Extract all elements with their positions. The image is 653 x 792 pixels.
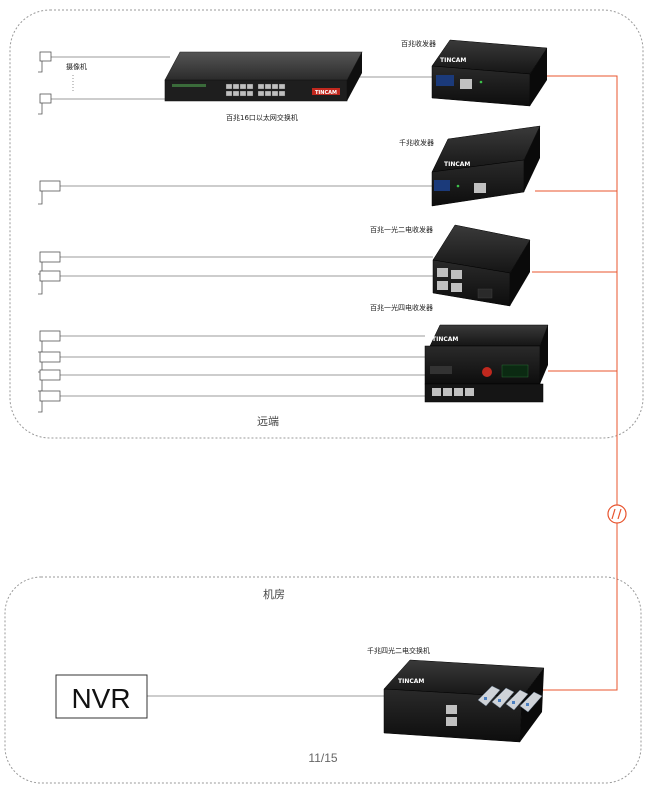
camera-icon	[38, 390, 61, 413]
camera-icon	[38, 180, 61, 205]
nvr-box	[55, 674, 148, 719]
switch16-brand: TINCAM	[315, 90, 337, 96]
room-zone-border	[4, 576, 642, 784]
conv-1f4e-device: TINCAM	[424, 324, 549, 403]
remote-zone-border	[9, 9, 644, 439]
camera-icon	[38, 330, 61, 353]
conv-1f4e-label: 百兆一光四电收发器	[370, 303, 433, 312]
camera-icon	[38, 270, 61, 295]
room-zone-label: 机房	[263, 587, 285, 601]
conv-1f2e-device	[432, 224, 531, 307]
switch16-device: TINCAM	[164, 51, 363, 102]
conv-fast-device: TINCAM	[431, 39, 548, 107]
ethernet-links	[50, 56, 433, 697]
switch-4f2e-device: TINCAM	[383, 659, 545, 743]
remote-zone-label: 远端	[257, 415, 279, 428]
cameras-label: 摄像机	[66, 62, 87, 71]
camera-icons	[38, 51, 61, 413]
conv-giga-device: TINCAM	[431, 125, 541, 207]
switch-4f2e-label: 千兆四光二电交换机	[367, 646, 430, 655]
fiber-break-symbol	[607, 504, 627, 524]
conv-fast-label: 百兆收发器	[401, 39, 436, 48]
conv-1f2e-label: 百兆一光二电收发器	[370, 225, 433, 234]
camera-icon	[38, 51, 52, 73]
camera-icon	[38, 351, 61, 373]
conv-1f4e-brand: TINCAM	[432, 336, 458, 343]
page-number: 11/15	[308, 751, 337, 765]
nvr-label: NVR	[71, 683, 130, 714]
conv-giga-brand: TINCAM	[444, 161, 470, 168]
camera-icon	[38, 369, 61, 392]
switch-4f2e-brand: TINCAM	[398, 678, 424, 685]
conv-fast-brand: TINCAM	[440, 57, 466, 64]
camera-icon	[38, 93, 52, 115]
switch16-label: 百兆16口以太网交换机	[226, 113, 298, 122]
conv-giga-label: 千兆收发器	[399, 138, 434, 147]
fiber-links	[532, 75, 618, 691]
